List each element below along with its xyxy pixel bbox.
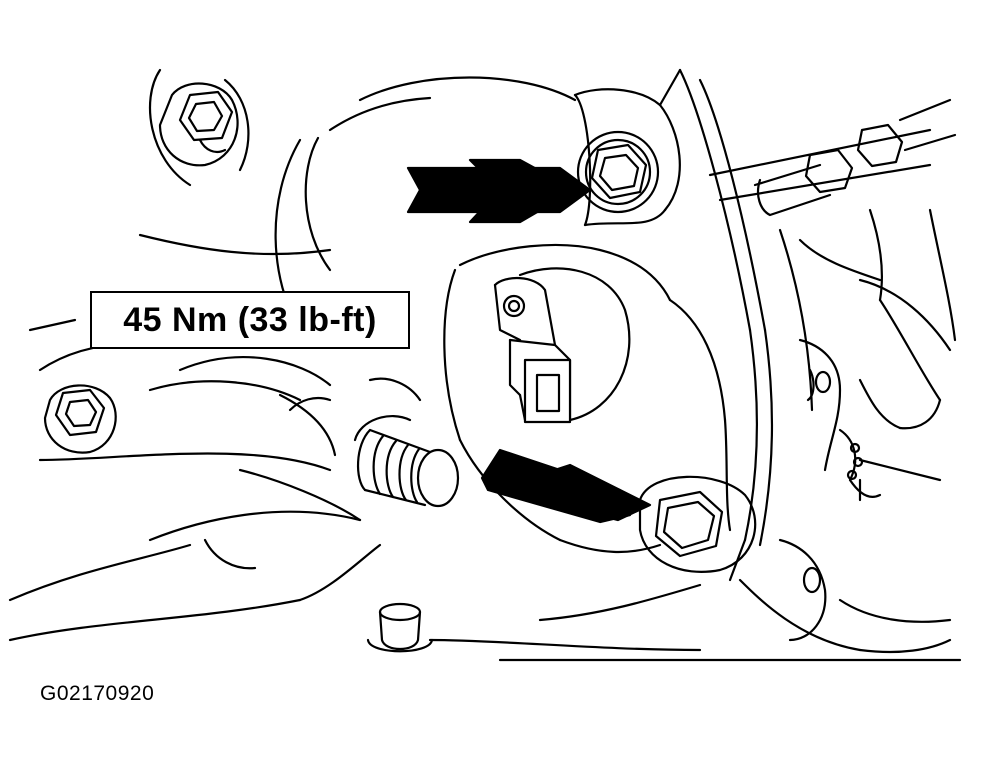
engine-housing-outline — [8, 68, 577, 642]
stud-icon — [366, 602, 434, 653]
sensor-icon — [493, 267, 631, 424]
arrow-icon — [480, 448, 652, 524]
torque-spec-callout: 45 Nm (33 lb-ft) — [90, 291, 410, 349]
arrow-icon — [406, 158, 592, 224]
hex-bolt-icon — [638, 475, 757, 573]
figure-id-label: G02170920 — [40, 682, 155, 705]
hex-bolt-icon — [43, 384, 117, 454]
hex-bolt-icon — [576, 130, 660, 214]
mounting-bracket — [443, 68, 774, 582]
hex-bolt-icon — [158, 82, 239, 167]
stud-icon — [353, 415, 460, 508]
right-linkage — [428, 98, 962, 662]
